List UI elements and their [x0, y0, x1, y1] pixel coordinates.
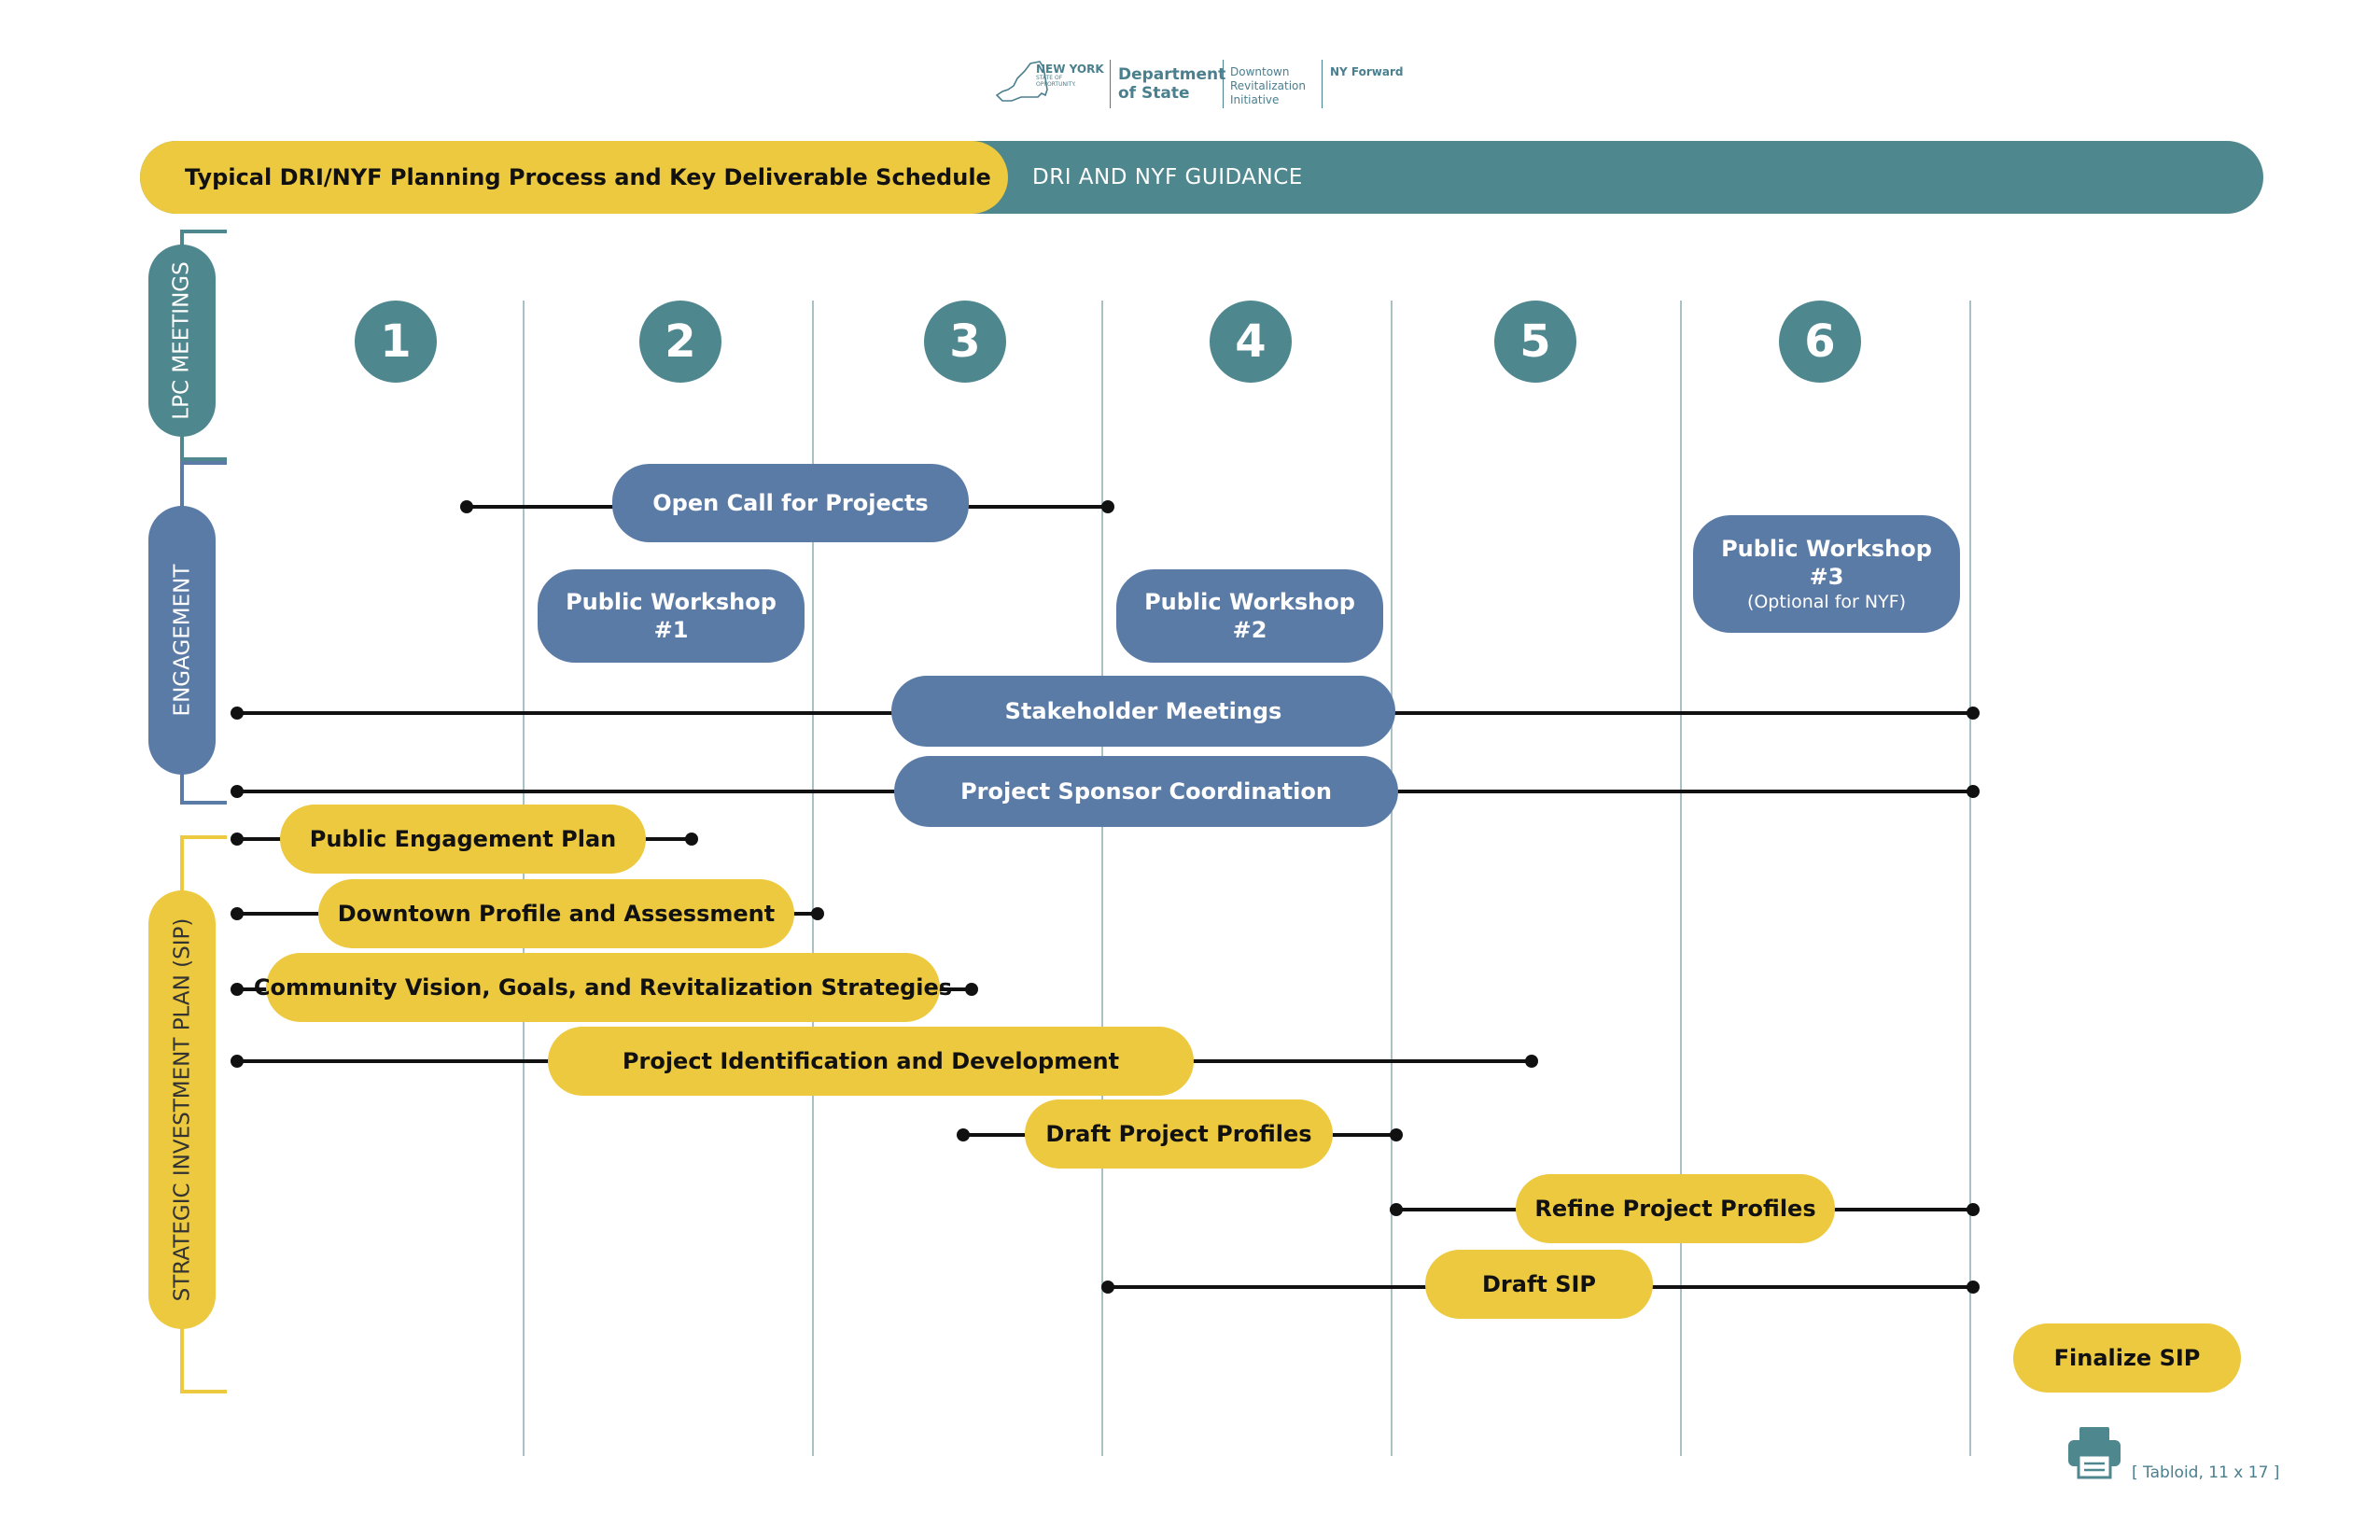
timeline-start-dot — [231, 785, 244, 798]
grid-line — [1680, 301, 1682, 1456]
timeline-end-dot — [1967, 707, 1980, 720]
logo-program: NY Forward — [1330, 65, 1404, 78]
timeline-end-dot — [1967, 1203, 1980, 1216]
page-subtitle: DRI AND NYF GUIDANCE — [1032, 165, 1303, 189]
project-identification-label: Project Identification and Development — [622, 1048, 1120, 1074]
timeline-start-dot — [1101, 1281, 1114, 1294]
public-workshop-2: Public Workshop #2 — [1116, 569, 1383, 663]
timeline-start-dot — [231, 983, 244, 996]
logo-divider — [1110, 60, 1111, 108]
row-label-meetings-text: LPC MEETINGS — [170, 261, 194, 420]
project-sponsor-coordination-bar: Project Sponsor Coordination — [894, 756, 1398, 827]
stakeholder-meetings-label: Stakeholder Meetings — [1004, 698, 1282, 724]
logo-divider — [1322, 60, 1323, 108]
timeline-start-dot — [957, 1128, 970, 1141]
workshop-3-note: (Optional for NYF) — [1746, 592, 1907, 612]
row-label-sip-text: STRATEGIC INVESTMENT PLAN (SIP) — [170, 917, 194, 1302]
community-vision-label: Community Vision, Goals, and Revitalizat… — [253, 974, 953, 1001]
draft-project-profiles-label: Draft Project Profiles — [1045, 1121, 1312, 1147]
draft-sip-bar: Draft SIP — [1425, 1250, 1653, 1319]
draft-sip-label: Draft SIP — [1481, 1271, 1597, 1297]
row-label-meetings: LPC MEETINGS — [148, 245, 216, 437]
meeting-6-marker: 6 — [1779, 301, 1861, 383]
timeline-start-dot — [460, 500, 473, 513]
logo-state-line1: NEW YORK — [1036, 63, 1104, 76]
logo-initiative: Downtown Revitalization Initiative — [1230, 65, 1333, 107]
workshop-1-number: #1 — [653, 617, 689, 643]
grid-line — [1969, 301, 1971, 1456]
stakeholder-meetings-bar: Stakeholder Meetings — [891, 676, 1395, 747]
timeline-end-dot — [811, 907, 824, 920]
finalize-sip-label: Finalize SIP — [2053, 1345, 2201, 1371]
public-workshop-1: Public Workshop #1 — [538, 569, 805, 663]
logo-initiative-line2: Revitalization — [1230, 79, 1306, 92]
community-vision-bar: Community Vision, Goals, and Revitalizat… — [254, 953, 952, 1022]
page-title: Typical DRI/NYF Planning Process and Key… — [185, 164, 991, 190]
public-engagement-plan-bar: Public Engagement Plan — [280, 805, 646, 874]
timeline-start-dot — [231, 1055, 244, 1068]
draft-project-profiles-bar: Draft Project Profiles — [1025, 1099, 1333, 1169]
downtown-profile-bar: Downtown Profile and Assessment — [318, 879, 794, 948]
workshop-2-number: #2 — [1232, 617, 1267, 643]
logo-department-line2: of State — [1118, 84, 1190, 103]
logo-state-line2: STATE OF — [1036, 75, 1063, 81]
project-sponsor-coordination-label: Project Sponsor Coordination — [960, 778, 1332, 805]
workshop-2-title: Public Workshop — [1144, 589, 1355, 615]
downtown-profile-label: Downtown Profile and Assessment — [337, 901, 776, 927]
logo-initiative-line3: Initiative — [1230, 93, 1280, 106]
paper-size-label: [ Tabloid, 11 x 17 ] — [2132, 1463, 2280, 1482]
open-call-label: Open Call for Projects — [652, 490, 929, 516]
new-york-state-map-icon — [995, 61, 1048, 102]
timeline-start-dot — [231, 833, 244, 846]
finalize-sip-bar: Finalize SIP — [2013, 1323, 2241, 1393]
logo-department: Department of State — [1118, 65, 1230, 103]
timeline-start-dot — [231, 907, 244, 920]
grid-line — [1391, 301, 1393, 1456]
timeline-end-dot — [1101, 500, 1114, 513]
grid-line — [1101, 301, 1103, 1456]
meeting-2-marker: 2 — [639, 301, 721, 383]
row-label-sip: STRATEGIC INVESTMENT PLAN (SIP) — [148, 890, 216, 1329]
timeline-end-dot — [1967, 1281, 1980, 1294]
logo-department-line1: Department — [1118, 65, 1226, 84]
timeline-end-dot — [1390, 1128, 1403, 1141]
open-call-bar: Open Call for Projects — [612, 464, 969, 542]
row-label-engagement-text: ENGAGEMENT — [170, 564, 195, 717]
meeting-1-marker: 1 — [355, 301, 437, 383]
timeline-start-dot — [231, 707, 244, 720]
meeting-5-marker: 5 — [1494, 301, 1576, 383]
logo-state-name: NEW YORK STATE OF OPPORTUNITY. — [1036, 63, 1104, 88]
public-engagement-plan-label: Public Engagement Plan — [309, 826, 617, 852]
refine-project-profiles-label: Refine Project Profiles — [1534, 1196, 1816, 1222]
meeting-4-marker: 4 — [1210, 301, 1292, 383]
grid-line — [523, 301, 525, 1456]
logo-divider — [1223, 60, 1224, 108]
grid-line — [812, 301, 814, 1456]
timeline-end-dot — [965, 983, 978, 996]
row-label-engagement: ENGAGEMENT — [148, 506, 216, 775]
refine-project-profiles-bar: Refine Project Profiles — [1516, 1174, 1835, 1243]
project-identification-bar: Project Identification and Development — [548, 1027, 1194, 1096]
printer-icon[interactable] — [2066, 1425, 2122, 1479]
logo-initiative-line1: Downtown — [1230, 65, 1290, 78]
workshop-3-title: Public Workshop — [1721, 536, 1932, 562]
public-workshop-3: Public Workshop #3 (Optional for NYF) — [1693, 515, 1960, 633]
meeting-3-marker: 3 — [924, 301, 1006, 383]
workshop-1-title: Public Workshop — [566, 589, 777, 615]
timeline-end-dot — [1525, 1055, 1538, 1068]
header-title-pill — [140, 141, 1008, 214]
timeline-start-dot — [1390, 1203, 1403, 1216]
logo-state-line3: OPPORTUNITY. — [1036, 81, 1076, 88]
timeline-end-dot — [685, 833, 698, 846]
timeline-end-dot — [1967, 785, 1980, 798]
workshop-3-number: #3 — [1809, 564, 1844, 590]
